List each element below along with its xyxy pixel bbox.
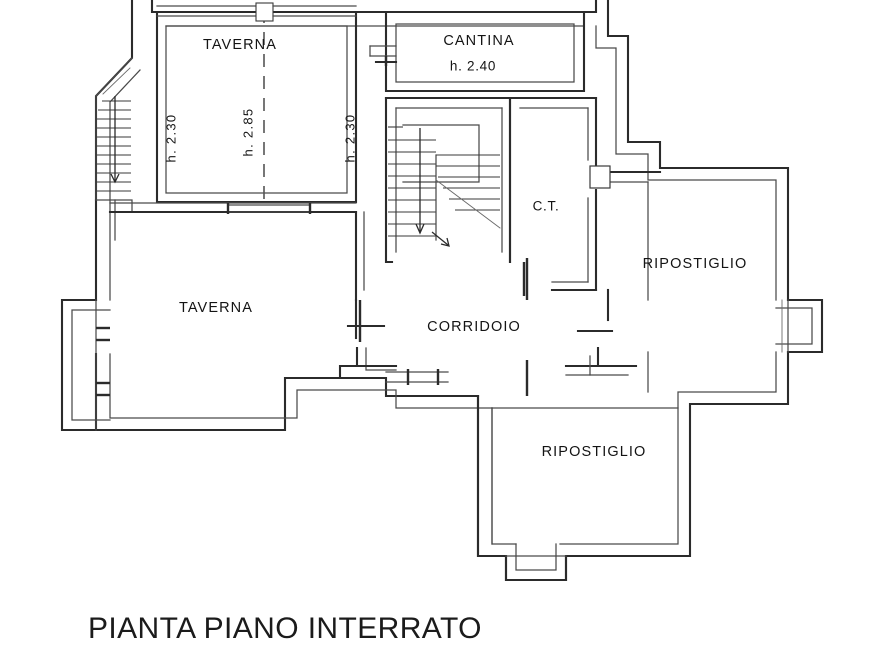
outer-wall-inner-face	[109, 25, 777, 545]
label-cantina-height: h. 2.40	[450, 59, 496, 74]
label-height-230-right: h. 2.30	[342, 114, 357, 163]
room-taverna-lower-walls	[108, 202, 365, 342]
top-wall-openings	[156, 2, 357, 22]
bay-window-right	[775, 298, 824, 354]
label-height-230-left: h. 2.30	[163, 114, 178, 163]
label-cantina: CANTINA	[443, 33, 514, 49]
room-cantina-walls	[369, 10, 586, 93]
label-taverna-lower: TAVERNA	[179, 300, 253, 316]
exterior-stair-left	[95, 57, 133, 241]
room-ripostiglio-lower-walls	[476, 394, 679, 558]
page-title: PIANTA PIANO INTERRATO	[88, 612, 482, 645]
label-ripostiglio-upper: RIPOSTIGLIO	[643, 256, 748, 272]
label-height-285-mid: h. 2.85	[240, 108, 255, 157]
bay-window-left	[60, 298, 111, 432]
room-taverna-upper-walls	[155, 10, 358, 204]
label-ripostiglio-lower: RIPOSTIGLIO	[542, 444, 647, 460]
label-ct: C.T.	[533, 199, 560, 214]
room-ct-walls	[508, 96, 662, 296]
label-corridoio: CORRIDOIO	[427, 319, 521, 335]
corridor-lower-partitions	[338, 288, 638, 385]
corridoio-opening-marks	[346, 258, 614, 396]
label-taverna-upper: TAVERNA	[203, 37, 277, 53]
bottom-opening	[504, 543, 568, 582]
